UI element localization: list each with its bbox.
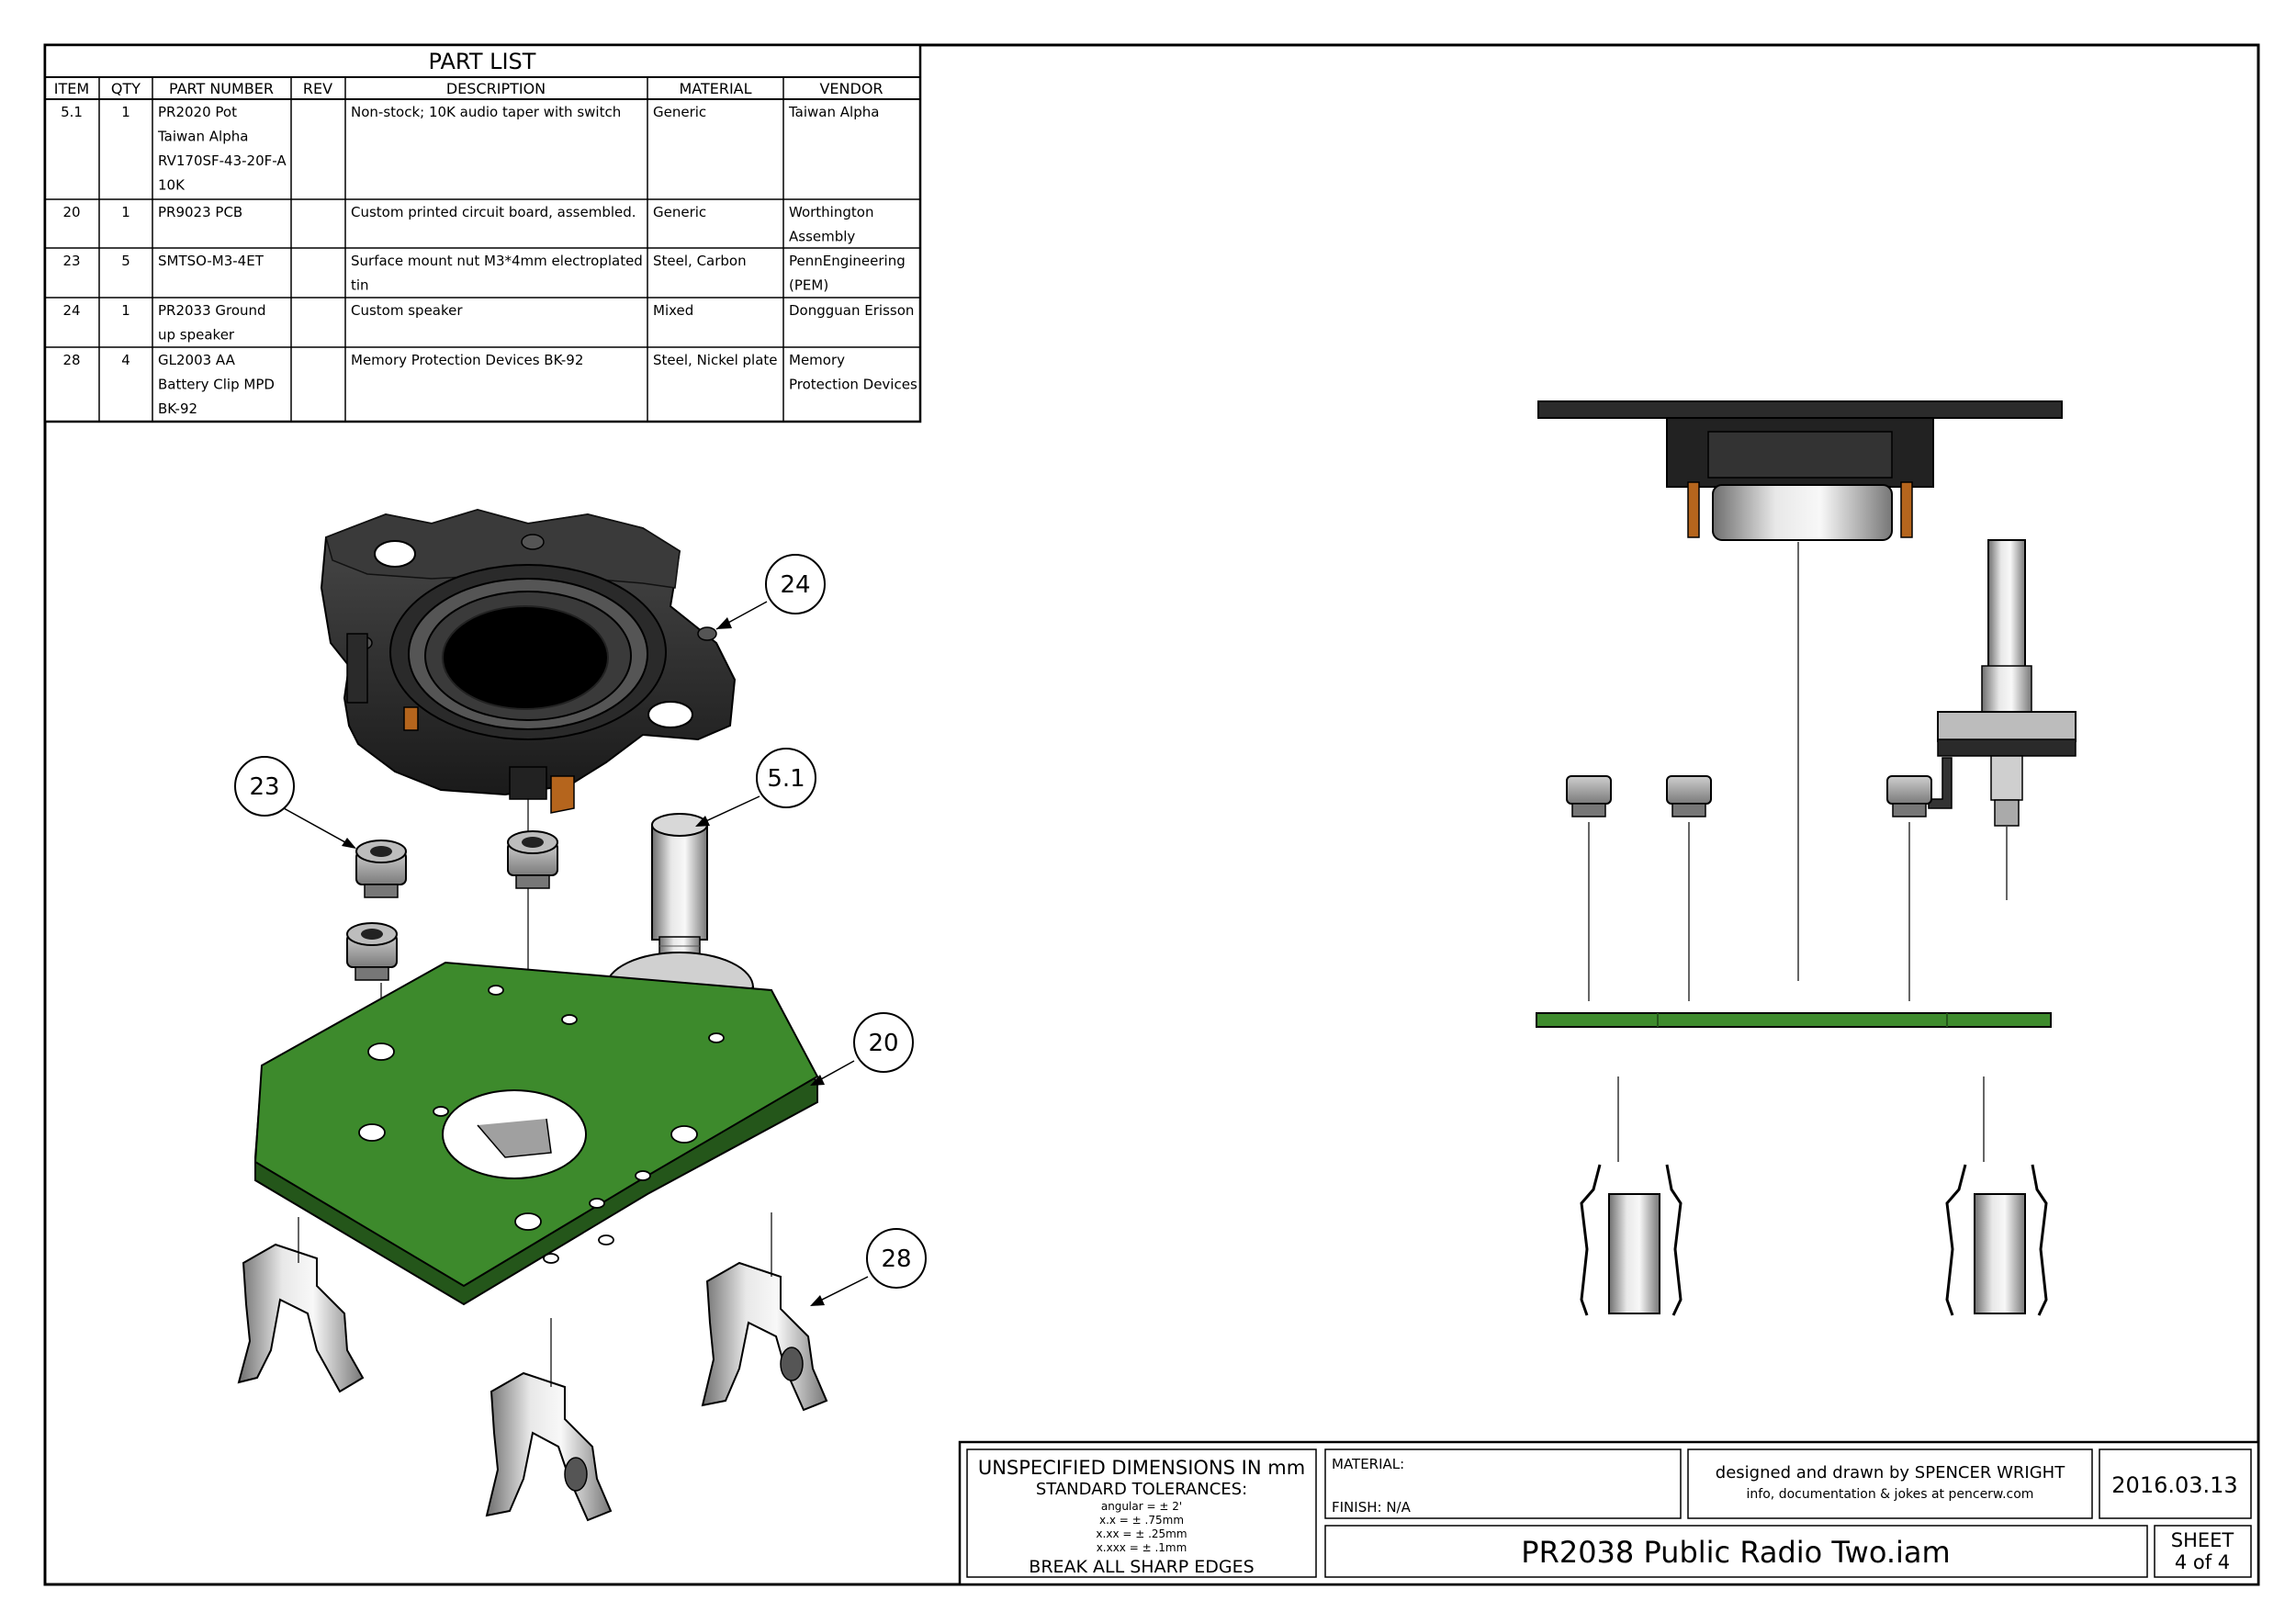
part-list-cell-part-number: Battery Clip MPD	[158, 377, 275, 393]
tolerance-line: angular = ± 2'	[1101, 1500, 1182, 1513]
balloon-label: 20	[868, 1030, 898, 1057]
part-list-cell-qty: 1	[121, 204, 130, 220]
part-list-cell-vendor: Dongguan Erisson	[789, 302, 914, 319]
tolerance-line: x.xx = ± .25mm	[1096, 1527, 1187, 1540]
material-label: MATERIAL:	[1332, 1456, 1404, 1472]
part-list-header: DESCRIPTION	[446, 80, 546, 97]
drawing-title: PR2038 Public Radio Two.iam	[1521, 1535, 1950, 1570]
part-list-cell-item: 24	[62, 302, 80, 319]
part-list-cell-vendor: PennEngineering	[789, 253, 906, 269]
part-list-cell-description: Non-stock; 10K audio taper with switch	[351, 104, 621, 120]
isometric-exploded-view: 24 23 5.1 20 28	[234, 508, 927, 1522]
part-list-cell-description: tin	[351, 277, 369, 294]
finish-label: FINISH: N/A	[1332, 1499, 1412, 1516]
break-edges-note: BREAK ALL SHARP EDGES	[1029, 1557, 1254, 1577]
part-list-cell-material: Generic	[653, 204, 706, 220]
part-list-cell-vendor: Memory	[789, 352, 845, 368]
dims-note: UNSPECIFIED DIMENSIONS IN mm	[978, 1457, 1305, 1479]
part-list-cell-description: Custom printed circuit board, assembled.	[351, 204, 636, 220]
part-list-cell-part-number: SMTSO-M3-4ET	[158, 253, 264, 269]
nut-icon	[1666, 775, 1712, 817]
balloon-item-5-1: 5.1	[695, 748, 816, 827]
part-list-cell-part-number: Taiwan Alpha	[157, 129, 248, 145]
battery-clip-icon	[1580, 1164, 1683, 1316]
info-line: info, documentation & jokes at pencerw.c…	[1747, 1487, 2034, 1502]
balloon-label: 5.1	[767, 765, 805, 793]
speaker-icon	[1537, 400, 2063, 541]
part-list-header: REV	[303, 80, 332, 97]
side-exploded-view	[1536, 400, 2077, 1316]
sheet-number: 4 of 4	[2175, 1551, 2230, 1573]
nut-icon	[355, 840, 407, 898]
part-list-cell-material: Mixed	[653, 302, 693, 319]
part-list-cell-vendor: Taiwan Alpha	[788, 104, 879, 120]
part-list-cell-item: 28	[62, 352, 80, 368]
part-list-cell-vendor: (PEM)	[789, 277, 828, 294]
pcb-icon	[1536, 1012, 2052, 1028]
part-list-cell-vendor: Worthington	[789, 204, 873, 220]
sheet-label: SHEET	[2171, 1529, 2234, 1551]
part-list-cell-item: 20	[62, 204, 80, 220]
part-list-cell-vendor: Protection Devices	[789, 377, 917, 393]
battery-clip-icon	[485, 1371, 613, 1522]
part-list-cell-qty: 1	[121, 302, 130, 319]
battery-clip-icon	[237, 1243, 365, 1393]
part-list-cell-description: Memory Protection Devices BK-92	[351, 352, 583, 368]
part-list-cell-part-number: PR9023 PCB	[158, 204, 242, 220]
balloon-item-20: 20	[810, 1012, 914, 1086]
part-list-cell-item: 5.1	[61, 104, 83, 120]
part-list-cell-material: Generic	[653, 104, 706, 120]
tolerance-line: x.xxx = ± .1mm	[1097, 1541, 1187, 1554]
part-list-cell-qty: 5	[121, 253, 130, 269]
part-list-cell-part-number: 10K	[158, 177, 186, 194]
part-list-cell-vendor: Assembly	[789, 229, 855, 245]
part-list-cell-qty: 1	[121, 104, 130, 120]
part-list-cell-part-number: up speaker	[158, 327, 235, 344]
tolerance-title: STANDARD TOLERANCES:	[1036, 1480, 1247, 1499]
speaker-icon	[320, 508, 737, 814]
part-list-cell-material: Steel, Nickel plate	[653, 352, 778, 368]
battery-clip-icon	[701, 1261, 828, 1412]
balloon-label: 23	[249, 773, 279, 801]
part-list-header: PART NUMBER	[169, 80, 274, 97]
balloon-item-23: 23	[234, 756, 356, 849]
part-list-header: MATERIAL	[679, 80, 751, 97]
nut-icon	[1886, 775, 1932, 817]
part-list-cell-material: Steel, Carbon	[653, 253, 747, 269]
nut-icon	[346, 922, 398, 981]
balloon-item-28: 28	[810, 1228, 927, 1306]
title-block: UNSPECIFIED DIMENSIONS IN mm STANDARD TO…	[958, 1440, 2260, 1586]
part-list-cell-part-number: PR2033 Ground	[158, 302, 266, 319]
balloon-label: 28	[881, 1245, 911, 1273]
pcb-icon	[253, 961, 819, 1306]
part-list-table: PART LIST ITEM QTY PART NUMBER REV DESCRIPTI…	[43, 43, 922, 423]
part-list-cell-description: Custom speaker	[351, 302, 463, 319]
part-list-cell-part-number: GL2003 AA	[158, 352, 236, 368]
part-list-cell-description: Surface mount nut M3*4mm electroplated	[351, 253, 643, 269]
designer-credit: designed and drawn by SPENCER WRIGHT	[1716, 1463, 2065, 1482]
part-list-cell-part-number: PR2020 Pot	[158, 104, 237, 120]
part-list-header: QTY	[111, 80, 141, 97]
tolerance-line: x.x = ± .75mm	[1099, 1514, 1184, 1527]
nut-icon	[1566, 775, 1612, 817]
battery-clip-icon	[1945, 1164, 2048, 1316]
part-list-title: PART LIST	[429, 49, 536, 74]
part-list-header: ITEM	[54, 80, 89, 97]
balloon-label: 24	[780, 571, 810, 599]
drawing-date: 2016.03.13	[2111, 1472, 2237, 1498]
part-list-header: VENDOR	[819, 80, 883, 97]
potentiometer-icon	[1928, 539, 2077, 827]
part-list-cell-part-number: RV170SF-43-20F-A	[158, 152, 287, 169]
part-list-cell-qty: 4	[121, 352, 130, 368]
part-list-cell-part-number: BK-92	[158, 400, 197, 417]
nut-icon	[507, 830, 558, 889]
balloon-item-24: 24	[715, 554, 826, 630]
part-list-cell-item: 23	[62, 253, 80, 269]
